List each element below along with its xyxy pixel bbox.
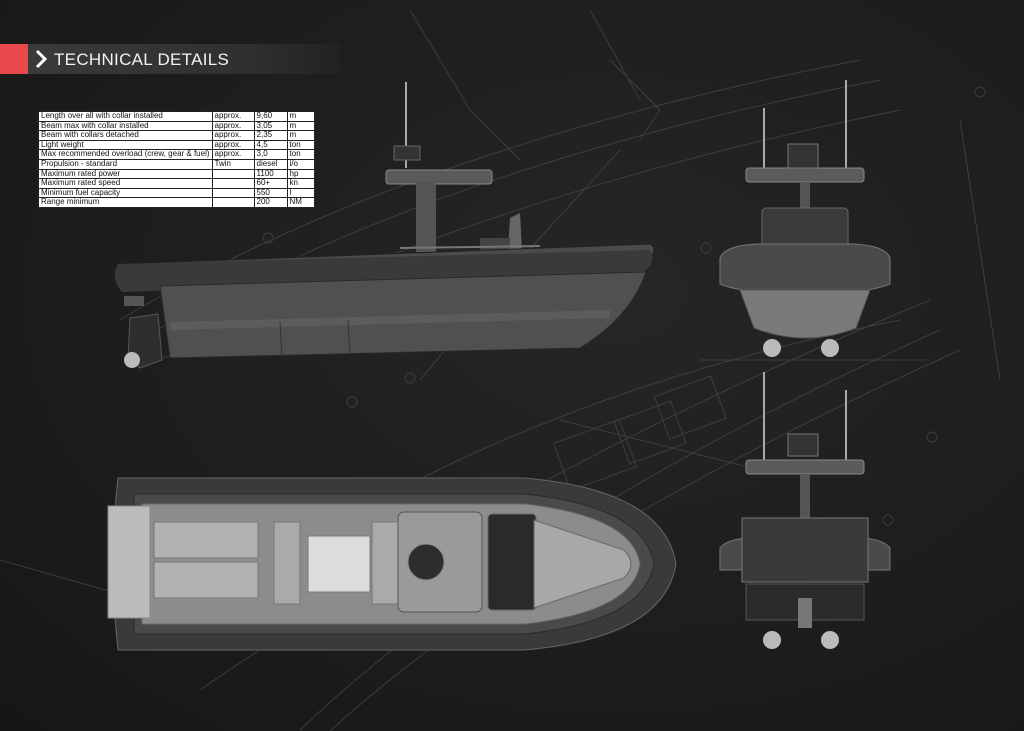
- boat-rear-view: [719, 372, 891, 649]
- boat-side-view: [114, 82, 655, 369]
- page-title: TECHNICAL DETAILS: [54, 50, 230, 69]
- header-bar: [28, 44, 340, 74]
- header-accent-block: [0, 44, 28, 74]
- boat-top-view: [107, 477, 677, 651]
- spec-row: Max recommended overload (crew, gear & f…: [38, 149, 315, 160]
- spec-unit: NM: [286, 197, 315, 208]
- boat-front-view: [719, 80, 891, 357]
- chevron-right-icon: [35, 49, 48, 69]
- section-header: TECHNICAL DETAILS: [0, 44, 340, 74]
